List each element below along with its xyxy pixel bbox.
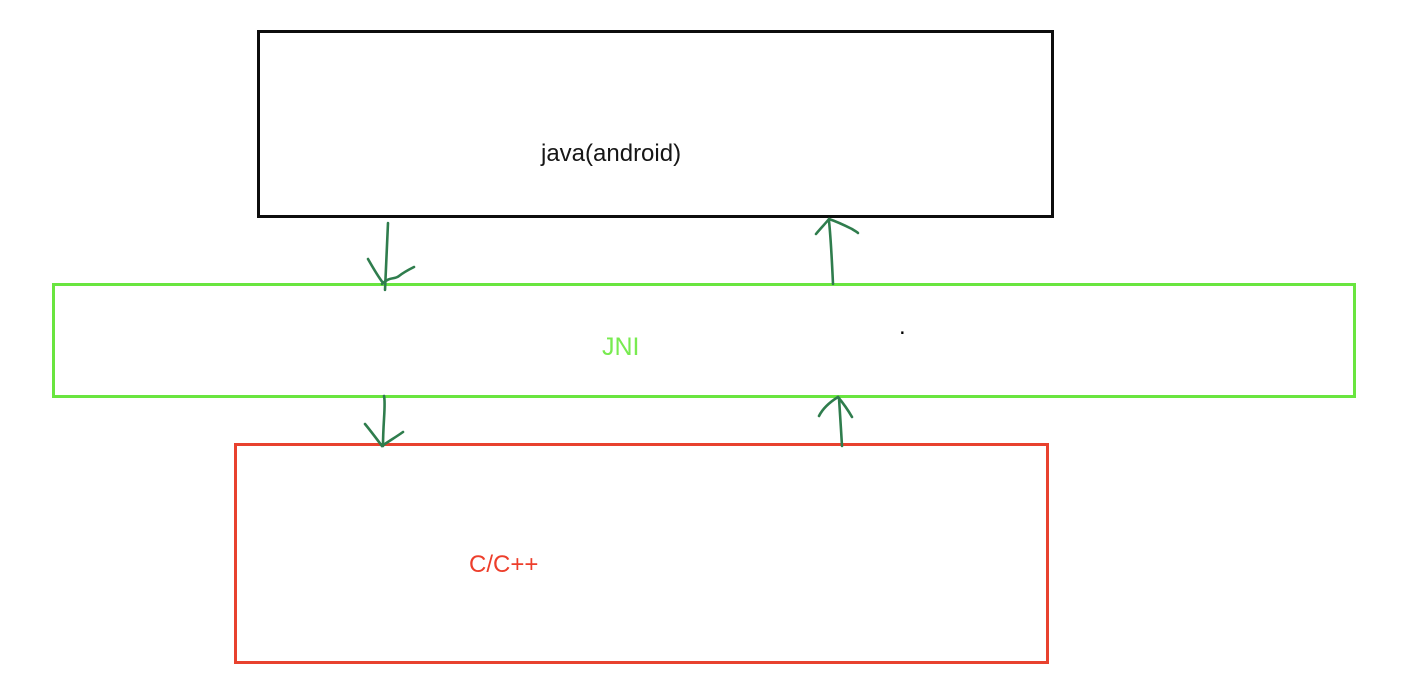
- box-c-cpp-label: C/C++: [469, 551, 539, 578]
- arrow-up-jni-to-java-icon: [814, 217, 860, 286]
- box-java-android-label: java(android): [541, 140, 682, 167]
- arrow-down-java-to-jni-icon: [366, 221, 416, 292]
- box-c-cpp: C/C++: [234, 443, 1049, 664]
- arrow-down-jni-to-cpp-icon: [363, 394, 405, 448]
- arrow-up-cpp-to-jni-icon: [817, 395, 854, 448]
- box-jni-label: JNI: [602, 333, 640, 361]
- box-jni: JNI: [52, 283, 1356, 398]
- stray-dot-mark: .: [899, 313, 906, 340]
- box-java-android: java(android): [257, 30, 1054, 218]
